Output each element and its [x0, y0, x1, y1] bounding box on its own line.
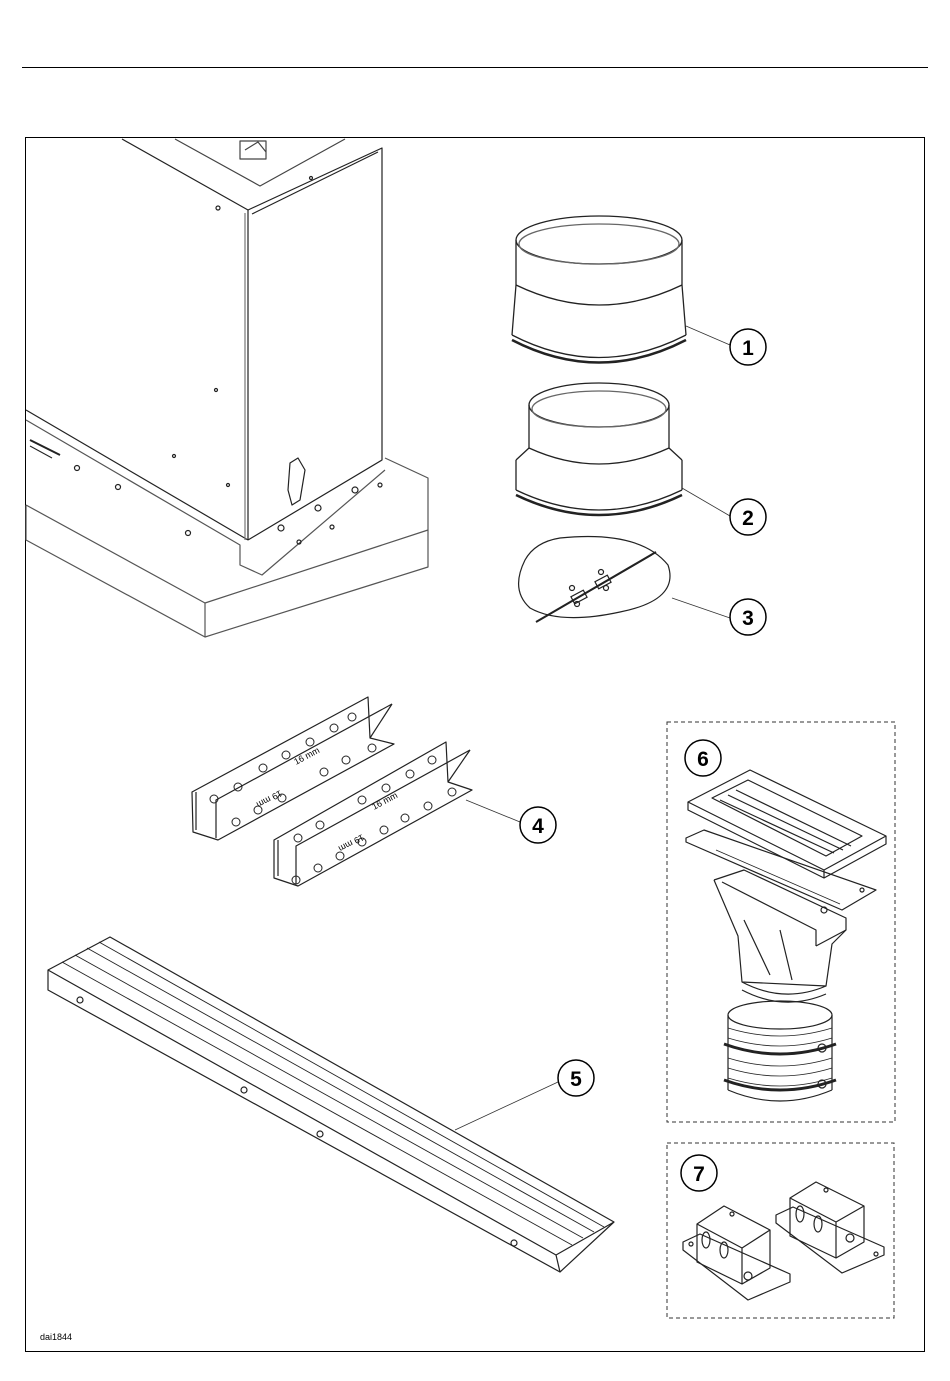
callout-2: 2	[730, 499, 766, 535]
callout-4: 4	[520, 807, 556, 843]
hood-body-drawing	[26, 139, 428, 637]
clamp-blocks-drawing	[683, 1182, 884, 1300]
bracket-label-3: 16 mm	[370, 790, 399, 812]
figure-reference-code: dai1844	[40, 1332, 72, 1342]
callout-6-label: 6	[697, 748, 709, 771]
callout-6: 6	[685, 740, 721, 776]
kit-6-box	[667, 722, 895, 1122]
profile-strip-drawing	[48, 937, 614, 1272]
callout-5-label: 5	[570, 1068, 582, 1091]
callout-4-label: 4	[532, 815, 544, 838]
collar-ring-drawing	[512, 216, 730, 363]
callout-2-label: 2	[742, 507, 754, 530]
callout-1: 1	[730, 329, 766, 365]
brackets-drawing	[192, 697, 520, 886]
callout-7-label: 7	[693, 1163, 705, 1186]
callout-3-label: 3	[742, 607, 754, 630]
reducer-ring-drawing	[516, 383, 730, 516]
callout-3: 3	[730, 599, 766, 635]
callout-7: 7	[681, 1155, 717, 1191]
callout-1-label: 1	[742, 337, 754, 360]
bracket-label-1: 16 mm	[292, 745, 321, 767]
damper-flap-drawing	[519, 537, 730, 622]
callout-5: 5	[558, 1060, 594, 1096]
grille-kit-drawing	[686, 770, 886, 1101]
bracket-mm-labels: 16 mm 19 mm 16 mm 19 mm	[255, 745, 399, 854]
